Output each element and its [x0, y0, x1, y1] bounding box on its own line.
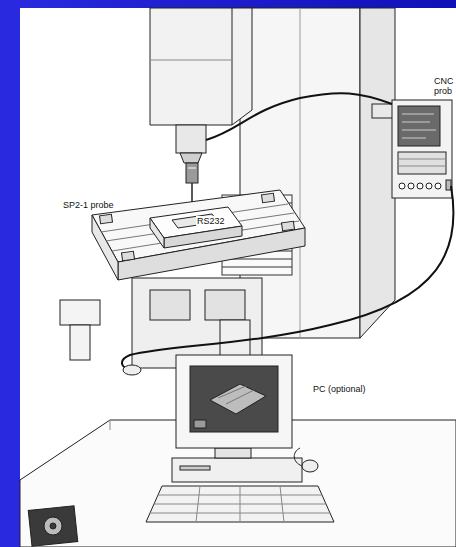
- spindle-head: [150, 8, 252, 214]
- workpiece: [150, 207, 242, 248]
- part-label: PC (optional): [312, 384, 367, 394]
- white-ground: [20, 8, 456, 547]
- pc: [123, 355, 334, 522]
- cnc-controller: [372, 100, 452, 198]
- machine-column: [240, 8, 395, 338]
- part-label: SP2-1 probe: [62, 200, 115, 210]
- part-label: CNC prob: [433, 76, 455, 96]
- cables: [122, 93, 454, 370]
- machine-table: [92, 190, 305, 280]
- part-label: RS232: [196, 216, 226, 226]
- software-disk: [28, 506, 78, 547]
